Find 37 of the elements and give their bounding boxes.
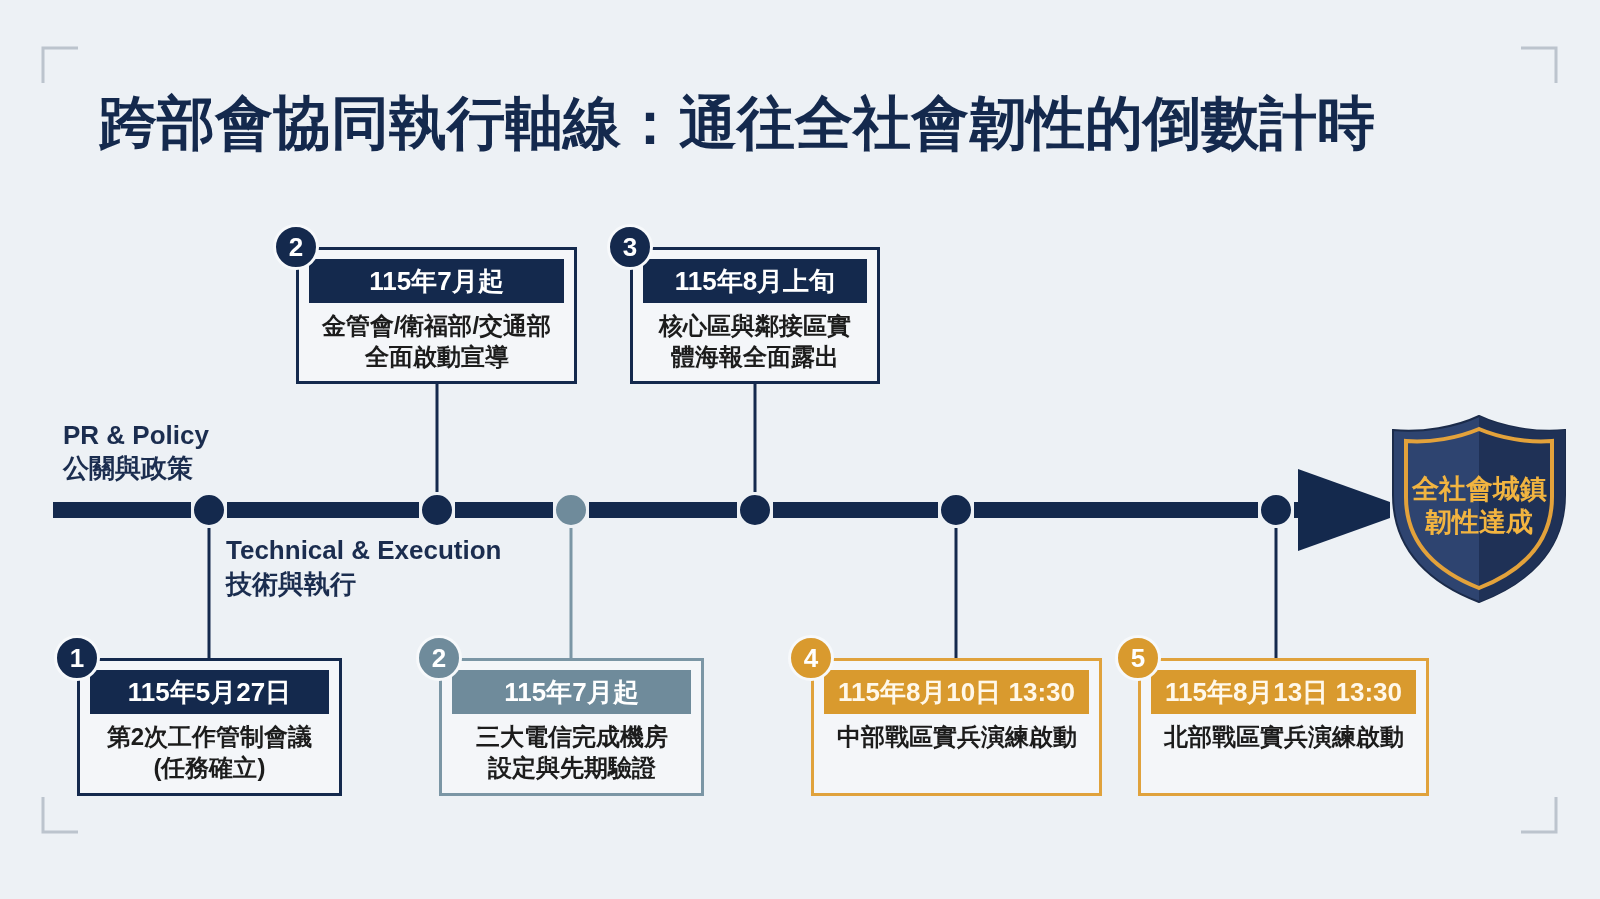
event-description: 中部戰區實兵演練啟動 xyxy=(835,722,1078,752)
step-number-badge: 2 xyxy=(416,635,462,681)
timeline-axis xyxy=(589,502,737,518)
lane-label: Technical & Execution xyxy=(226,535,502,567)
step-number-badge: 5 xyxy=(1115,635,1161,681)
date-banner: 115年5月27日 xyxy=(90,670,329,714)
event-description: 三大電信完成機房設定與先期驗證 xyxy=(474,722,669,784)
timeline-axis xyxy=(974,502,1258,518)
connector-line xyxy=(1274,528,1278,658)
step-number-badge: 3 xyxy=(607,224,653,270)
connector-line xyxy=(753,384,757,492)
timeline-axis xyxy=(53,502,191,518)
lane-label: 技術與執行 xyxy=(226,569,356,601)
event-description: 北部戰區實兵演練啟動 xyxy=(1162,722,1405,752)
timeline-axis xyxy=(455,502,553,518)
lane-label: PR & Policy xyxy=(63,420,209,452)
page-title: 跨部會協同執行軸線：通往全社會韌性的倒數計時 xyxy=(99,89,1375,157)
date-banner: 115年8月10日 13:30 xyxy=(824,670,1089,714)
date-banner: 115年8月上旬 xyxy=(643,259,867,303)
date-banner: 115年7月起 xyxy=(309,259,564,303)
event-description: 第2次工作管制會議(任務確立) xyxy=(105,722,314,784)
timeline-axis xyxy=(227,502,419,518)
date-banner: 115年8月13日 13:30 xyxy=(1151,670,1416,714)
goal-shield xyxy=(1390,413,1568,604)
event-description: 核心區與鄰接區實體海報全面露出 xyxy=(657,311,852,373)
connector-line xyxy=(569,528,573,658)
step-number-badge: 1 xyxy=(54,635,100,681)
lane-label: 公關與政策 xyxy=(63,453,193,485)
step-number-badge: 4 xyxy=(788,635,834,681)
connector-line xyxy=(435,384,439,492)
timeline-axis xyxy=(773,502,938,518)
shield-text: 全社會城鎮韌性達成 xyxy=(1410,472,1548,539)
connector-line xyxy=(207,528,211,658)
step-number-badge: 2 xyxy=(273,224,319,270)
date-banner: 115年7月起 xyxy=(452,670,691,714)
event-description: 金管會/衛福部/交通部全面啟動宣導 xyxy=(320,311,553,373)
connector-line xyxy=(954,528,958,658)
